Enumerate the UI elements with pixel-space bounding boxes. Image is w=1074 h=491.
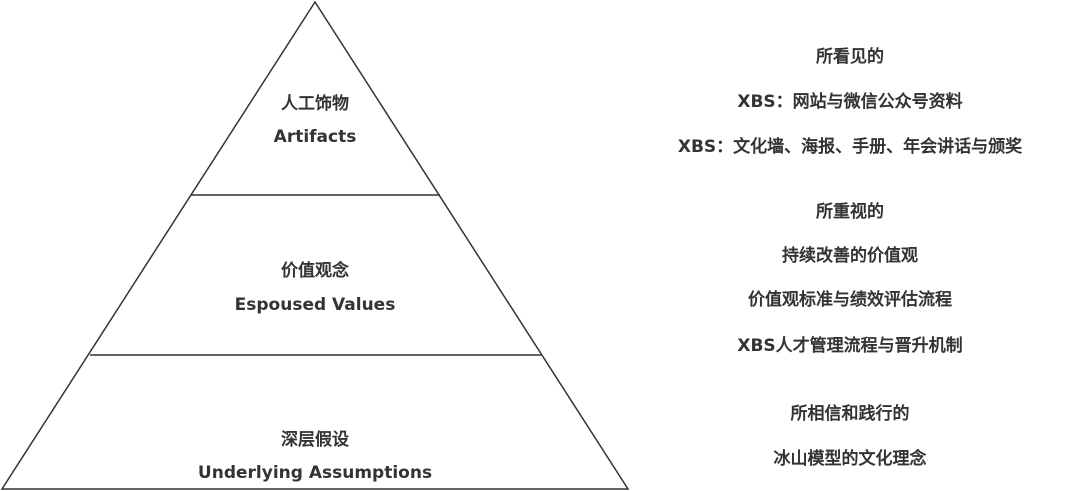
tier-values-cn: 价值观念 <box>281 260 349 281</box>
tier-assumptions-en: Underlying Assumptions <box>198 463 432 483</box>
tier-artifacts-cn: 人工饰物 <box>281 93 349 114</box>
tier-values-en: Espoused Values <box>235 295 396 315</box>
tier-artifacts-en: Artifacts <box>274 127 357 147</box>
tier1-item-website: XBS：网站与微信公众号资料 <box>737 92 963 112</box>
tier-assumptions-cn: 深层假设 <box>281 429 349 450</box>
pyramid-outline <box>0 0 630 490</box>
tier3-heading: 所相信和践行的 <box>790 404 910 424</box>
tier1-item-culture-wall: XBS：文化墙、海报、手册、年会讲话与颁奖 <box>677 137 1023 157</box>
tier2-item-talent: XBS人才管理流程与晋升机制 <box>737 336 963 356</box>
tier1-heading: 所看见的 <box>816 47 884 67</box>
tier2-heading: 所重视的 <box>816 202 884 222</box>
tier2-item-evaluation: 价值观标准与绩效评估流程 <box>748 290 952 310</box>
tier3-item-iceberg: 冰山模型的文化理念 <box>773 449 927 469</box>
tier2-item-values: 持续改善的价值观 <box>782 246 918 266</box>
